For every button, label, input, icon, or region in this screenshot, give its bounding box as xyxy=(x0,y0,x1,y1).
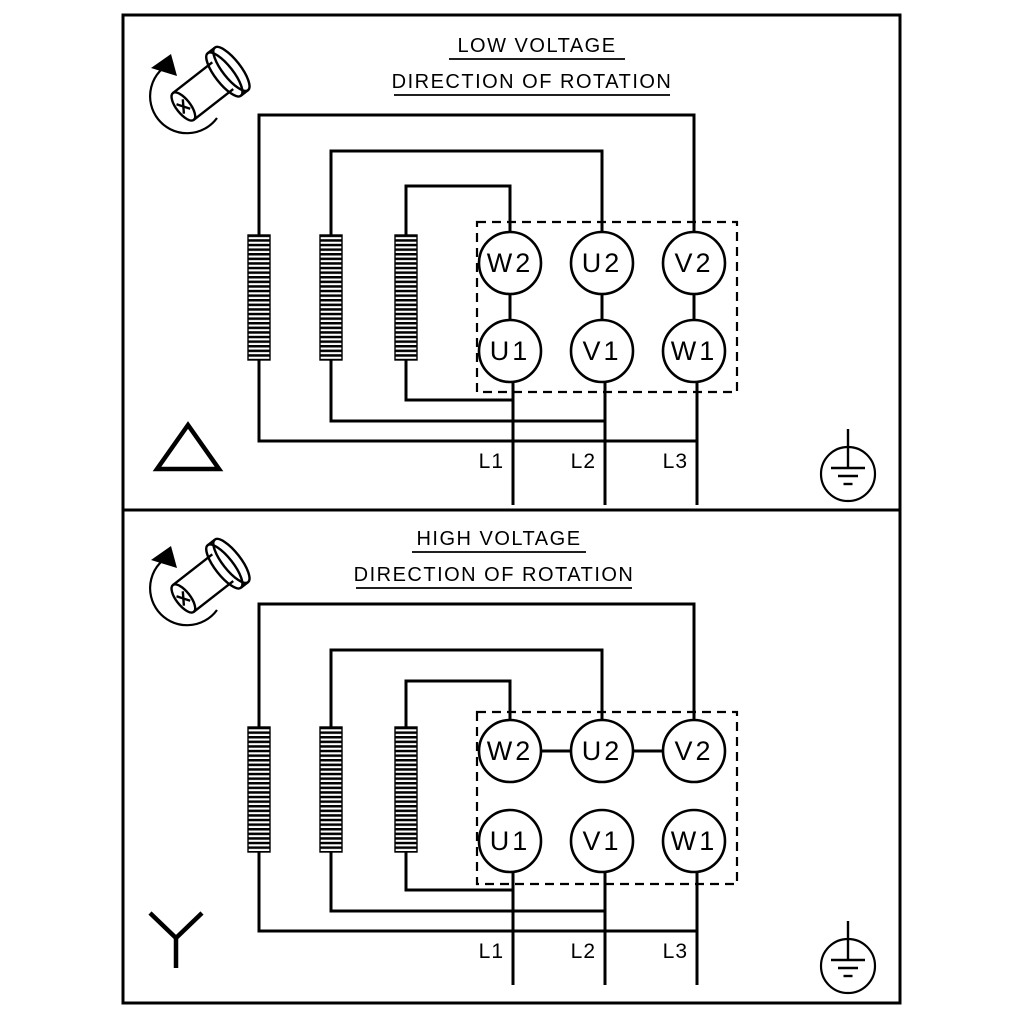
terminal-circle xyxy=(661,808,727,874)
terminal-label: V1 xyxy=(582,826,621,856)
terminal-label: W1 xyxy=(671,336,718,366)
winding-coils xyxy=(247,234,418,361)
winding-coils xyxy=(247,726,418,853)
terminal-u2: U2 xyxy=(569,718,635,784)
winding-coil-2 xyxy=(319,234,343,361)
winding-coil-3 xyxy=(394,234,418,361)
wire-coil2-bottom xyxy=(329,360,605,423)
wire-coil1-to-v2 xyxy=(257,602,696,728)
winding-coil-3 xyxy=(394,726,418,853)
winding-coil-1 xyxy=(247,234,271,361)
supply-label-l2: L2 xyxy=(571,940,596,963)
terminal-u2: U2 xyxy=(569,230,635,296)
terminal-circle xyxy=(477,230,543,296)
terminal-w2: W2 xyxy=(477,230,543,296)
panel-high-voltage: HIGH VOLTAGE DIRECTION OF ROTATION xyxy=(148,528,877,995)
wires-bottom xyxy=(257,360,697,443)
terminal-u1: U1 xyxy=(477,808,543,874)
terminal-u1: U1 xyxy=(477,318,543,384)
supply-label-l1: L1 xyxy=(479,940,504,963)
terminal-label: U1 xyxy=(490,826,531,856)
delta-icon xyxy=(152,421,224,472)
terminal-box xyxy=(475,710,739,886)
wire-coil1-bottom xyxy=(257,852,697,933)
supply-leads xyxy=(511,868,699,985)
wire-coil1-to-v2 xyxy=(257,113,696,236)
terminal-circle xyxy=(569,718,635,784)
wire-coil3-bottom xyxy=(404,852,513,892)
wire-coil2-to-u2 xyxy=(329,648,604,728)
panel-title: LOW VOLTAGE xyxy=(457,35,616,57)
terminal-circle xyxy=(569,808,635,874)
wire-coil3-to-w2 xyxy=(404,679,512,728)
winding-coil-2 xyxy=(319,726,343,853)
supply-label-l1: L1 xyxy=(479,450,504,473)
delta-bridges xyxy=(508,292,696,322)
terminal-v2: V2 xyxy=(661,230,727,296)
terminal-w1: W1 xyxy=(661,318,727,384)
terminal-v1: V1 xyxy=(569,318,635,384)
terminal-label: W1 xyxy=(671,826,718,856)
terminal-box xyxy=(475,220,739,394)
wire-coil3-to-w2 xyxy=(404,184,512,236)
panel-title: HIGH VOLTAGE xyxy=(416,528,581,550)
supply-label-l2: L2 xyxy=(571,450,596,473)
panel-subtitle: DIRECTION OF ROTATION xyxy=(354,564,635,586)
terminal-label: W2 xyxy=(487,736,534,766)
supply-label-l3: L3 xyxy=(663,450,688,473)
terminal-label: U1 xyxy=(490,336,531,366)
terminal-w1: W1 xyxy=(661,808,727,874)
terminal-circle xyxy=(477,318,543,384)
winding-coil-1 xyxy=(247,726,271,853)
terminal-v2: V2 xyxy=(661,718,727,784)
terminal-label: U2 xyxy=(582,248,623,278)
terminal-circle xyxy=(569,230,635,296)
panel-low-voltage: LOW VOLTAGE DIRECTION OF ROTATION xyxy=(148,35,877,505)
terminal-label: V2 xyxy=(674,248,713,278)
wire-coil3-bottom xyxy=(404,360,513,402)
terminal-circle xyxy=(661,718,727,784)
terminal-circle xyxy=(477,808,543,874)
star-icon xyxy=(148,911,204,968)
supply-label-l3: L3 xyxy=(663,940,688,963)
terminal-label: W2 xyxy=(487,248,534,278)
terminal-circle xyxy=(477,718,543,784)
wires-top xyxy=(257,602,696,728)
terminal-circle xyxy=(661,318,727,384)
terminal-label: V2 xyxy=(674,736,713,766)
terminal-circle xyxy=(661,230,727,296)
terminal-w2: W2 xyxy=(477,718,543,784)
wire-coil2-bottom xyxy=(329,852,605,913)
wire-coil1-bottom xyxy=(257,360,697,443)
panel-subtitle: DIRECTION OF ROTATION xyxy=(392,71,673,93)
wires-bottom xyxy=(257,852,697,933)
terminal-label: U2 xyxy=(582,736,623,766)
terminal-v1: V1 xyxy=(569,808,635,874)
terminal-label: V1 xyxy=(582,336,621,366)
wires-top xyxy=(257,113,696,236)
wire-coil2-to-u2 xyxy=(329,149,604,236)
terminal-circle xyxy=(569,318,635,384)
